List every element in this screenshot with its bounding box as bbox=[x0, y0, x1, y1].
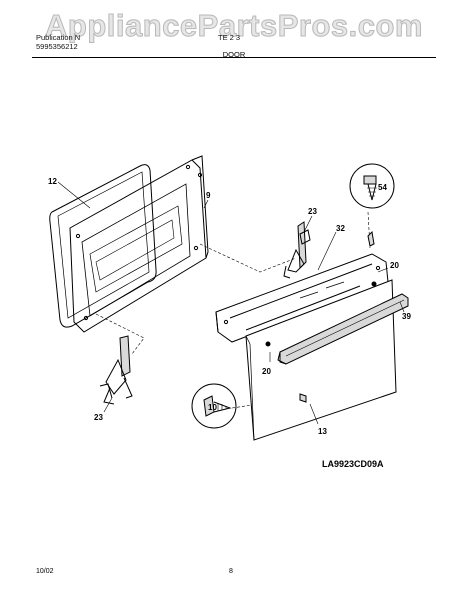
callout-39: 39 bbox=[402, 312, 411, 321]
watermark-logo: AppliancePartsPros.com bbox=[45, 8, 423, 44]
callout-20-left: 20 bbox=[262, 367, 271, 376]
publication-label: Publication N bbox=[36, 33, 81, 42]
callout-32: 32 bbox=[336, 224, 345, 233]
diagram-code: LA9923CD09A bbox=[322, 459, 384, 469]
callout-23-lower: 23 bbox=[94, 413, 103, 422]
callout-13: 13 bbox=[318, 427, 327, 436]
callout-54: 54 bbox=[378, 183, 387, 192]
callout-23-upper: 23 bbox=[308, 207, 317, 216]
hinge-part-upper bbox=[283, 221, 311, 279]
publication-number: 5995356212 bbox=[36, 42, 78, 51]
footer-page-number: 8 bbox=[229, 568, 233, 575]
model-number: TE 2 3 bbox=[218, 33, 241, 42]
hinge-part-lower bbox=[99, 335, 133, 405]
footer-date: 10/02 bbox=[36, 568, 54, 575]
door-handle-part bbox=[277, 293, 409, 365]
door-gasket-part bbox=[49, 164, 157, 328]
callout-20-right: 20 bbox=[390, 261, 399, 270]
inner-door-liner-part bbox=[69, 155, 209, 333]
screw-detail-10 bbox=[191, 383, 307, 429]
screw-detail-54 bbox=[349, 163, 395, 247]
header-rule bbox=[32, 57, 436, 58]
callout-leaders bbox=[57, 181, 405, 425]
callout-labels: 12 9 23 32 54 20 39 20 10 13 23 bbox=[48, 177, 411, 436]
section-title: DOOR bbox=[222, 50, 246, 59]
callout-10: 10 bbox=[208, 403, 217, 412]
callout-12: 12 bbox=[48, 177, 57, 186]
callout-9: 9 bbox=[206, 191, 211, 200]
door-frame-part bbox=[215, 253, 389, 343]
